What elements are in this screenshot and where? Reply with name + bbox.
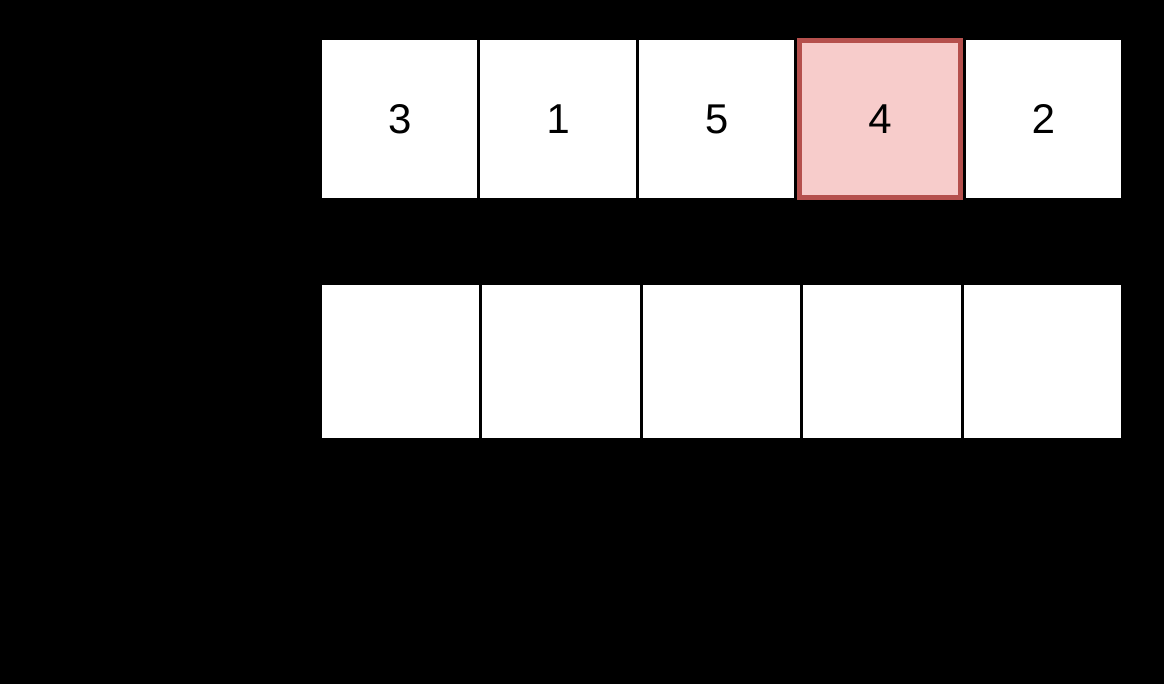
array-cell-value: 5 xyxy=(704,95,729,142)
array-cell[interactable] xyxy=(963,285,1122,438)
array-cell-value: 1 xyxy=(546,95,570,142)
array-cell-value: 2 xyxy=(1031,95,1055,142)
array-cell-highlighted[interactable]: 4 xyxy=(797,38,963,200)
array-cell[interactable] xyxy=(803,285,961,438)
output-array-row xyxy=(322,285,1122,438)
array-cell[interactable]: 2 xyxy=(965,40,1122,198)
array-cell-value: 3 xyxy=(388,95,412,142)
array-cell[interactable] xyxy=(642,285,801,438)
array-cell[interactable]: 5 xyxy=(638,40,795,198)
array-cell[interactable]: 3 xyxy=(322,40,478,198)
array-cell[interactable] xyxy=(322,285,480,438)
array-cell[interactable]: 1 xyxy=(480,40,636,198)
array-cell-value: 4 xyxy=(868,95,892,142)
array-cell[interactable] xyxy=(482,285,640,438)
input-array-row: 3 1 5 4 2 xyxy=(322,38,1122,200)
